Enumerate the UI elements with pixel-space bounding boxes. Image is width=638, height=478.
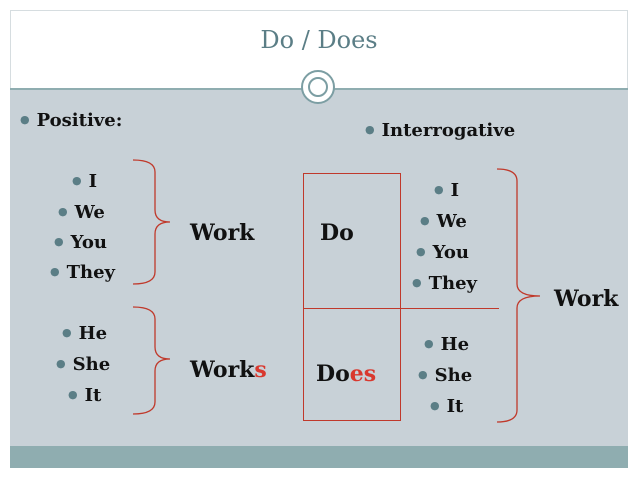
aux-does-suffix: es (349, 361, 377, 387)
pronoun-they: They (50, 262, 115, 283)
aux-does: Does (316, 361, 376, 387)
aux-separator (303, 308, 499, 309)
aux-does-stem: Do (316, 361, 350, 387)
aux-do: Do (320, 220, 354, 246)
q-pronoun-i: I (434, 180, 459, 201)
q-pronoun-we: We (420, 211, 467, 232)
positive-heading: Positive: (20, 110, 123, 131)
pronoun-she: She (56, 354, 111, 375)
slide-title: Do / Does (260, 26, 378, 54)
q-pronoun-you: You (416, 242, 469, 263)
verb-works-suffix: s (254, 357, 267, 383)
q-pronoun-they: They (412, 273, 477, 294)
pronoun-i: I (72, 171, 97, 192)
verb-work-interrogative: Work (554, 286, 619, 312)
aux-box (303, 173, 401, 421)
verb-work: Work (190, 220, 255, 246)
pronoun-he: He (62, 323, 107, 344)
q-pronoun-it: It (430, 396, 464, 417)
q-pronoun-she: She (418, 365, 473, 386)
pronoun-we: We (58, 202, 105, 223)
ring-ornament-icon (301, 70, 335, 104)
verb-works: Works (190, 357, 267, 383)
pronoun-you: You (54, 232, 107, 253)
q-pronoun-he: He (424, 334, 469, 355)
pronoun-it: It (68, 385, 102, 406)
footer-bar (10, 446, 628, 468)
verb-works-stem: Work (190, 357, 255, 383)
interrogative-heading: Interrogative (365, 120, 516, 141)
